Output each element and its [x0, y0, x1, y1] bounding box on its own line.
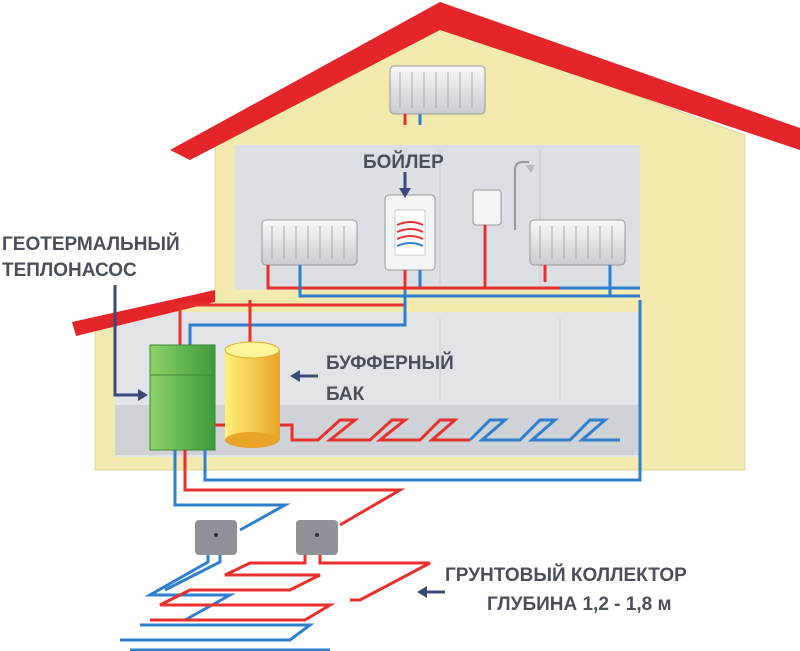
collector-label-line2: ГЛУБИНА 1,2 - 1,8 м	[487, 594, 672, 615]
upper-room	[235, 145, 640, 290]
radiator-attic	[389, 65, 486, 115]
buffer-label-line1: БУФФЕРНЫЙ	[326, 352, 454, 374]
roof	[170, 2, 800, 160]
heat-pump	[149, 344, 216, 451]
heat-pump-label-line2: ТЕПЛОНАСОС	[2, 260, 137, 281]
manifold-2	[296, 520, 338, 555]
boiler-label: БОЙЛЕР	[363, 151, 444, 173]
collector-label-line1: ГРУНТОВЫЙ КОЛЛЕКТОР	[445, 564, 687, 586]
floor-heating-hot	[215, 418, 470, 442]
radiator-left	[261, 219, 358, 266]
boiler	[384, 194, 436, 271]
arrow-icon	[113, 285, 140, 397]
floor-heating-cold	[468, 418, 620, 442]
manifold-1	[195, 520, 237, 555]
buffer-tank	[224, 341, 280, 448]
label-heat-pump: ГЕОТЕРМАЛЬНЫЙ ТЕПЛОНАСОС	[2, 233, 180, 401]
buffer-label-line2: БАК	[326, 384, 365, 405]
ground-collector	[120, 555, 431, 651]
shower	[472, 161, 535, 230]
heat-pump-label-line1: ГЕОТЕРМАЛЬНЫЙ	[2, 233, 180, 255]
lower-roof	[72, 290, 215, 336]
radiator-right	[529, 219, 626, 266]
